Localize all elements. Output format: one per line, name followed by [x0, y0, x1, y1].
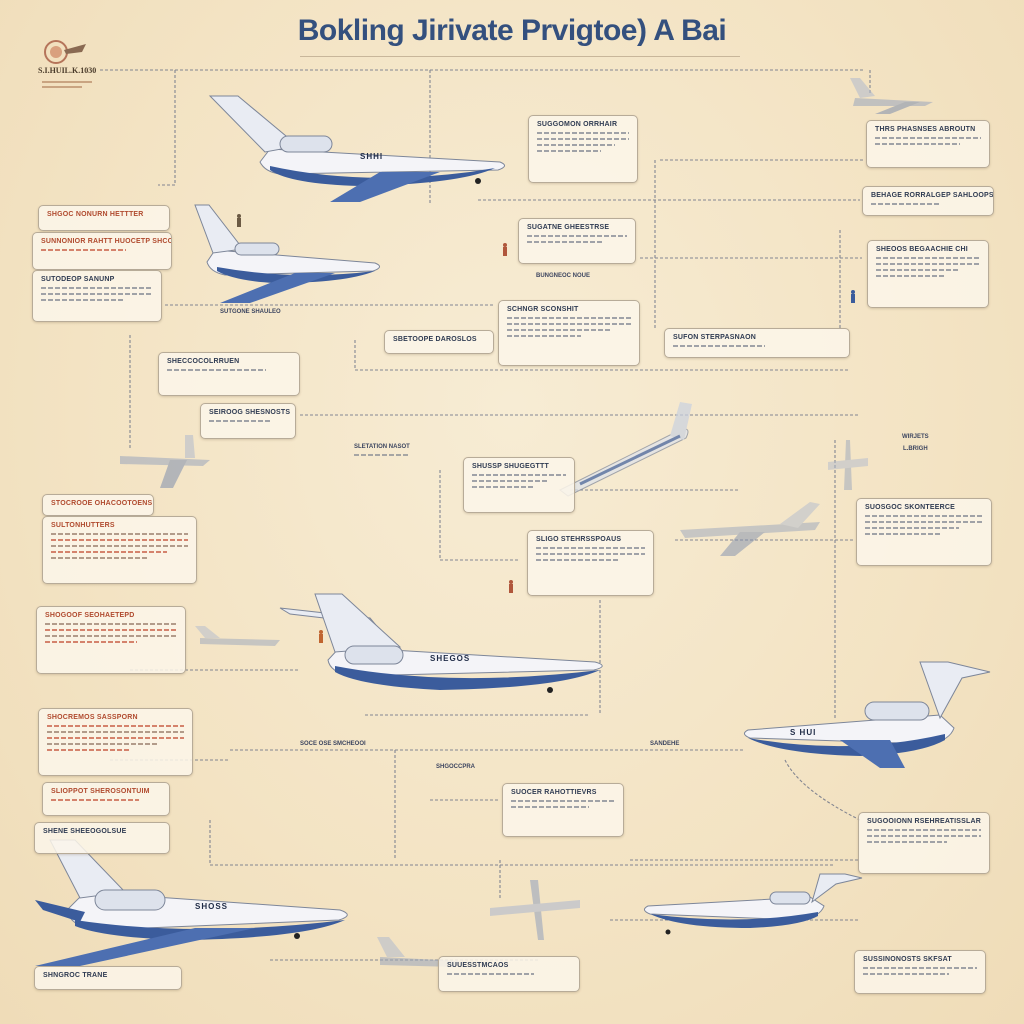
- info-card: BEHAGE RORRALGEP SAHLOOPS: [862, 186, 994, 216]
- info-card-title: SBETOOPE DAROSLOS: [393, 336, 477, 343]
- logo-text: S.I.HUIL.K.1030: [38, 66, 97, 75]
- side-label: WIRJETS L.BRIGH: [902, 434, 929, 452]
- info-card-title: SHECCOCOLRRUEN: [167, 358, 240, 365]
- info-card: SUGATNE GHEESTRSE: [518, 218, 636, 264]
- info-card: SBETOOPE DAROSLOS: [384, 330, 494, 354]
- private-jet-faint: [845, 76, 935, 116]
- info-card-title: SUGATNE GHEESTRSE: [527, 224, 610, 231]
- private-jet-faint: [559, 400, 700, 500]
- info-card-title: SUUESSTMCAOS: [447, 962, 509, 969]
- connector-label: SHGOCCPRA: [436, 764, 475, 770]
- connector-label-text: SANDEHE: [650, 741, 680, 747]
- private-jet: [640, 872, 865, 942]
- jet-registration: SHOSS: [195, 902, 229, 911]
- jet-registration: S HUI: [790, 728, 817, 737]
- side-label-line2: L.BRIGH: [903, 446, 928, 452]
- info-card-title: SUTODEOP SANUNP: [41, 276, 115, 283]
- info-card: SLIOPPOT SHEROSONTUIM: [42, 782, 170, 816]
- connector-label-text: SHGOCCPRA: [436, 764, 476, 770]
- info-card: SULTONHUTTERS: [42, 516, 197, 584]
- info-card-title: SUGOOIONN RSEHREATISSLAR: [867, 818, 981, 825]
- connector-label: SLETATION NASOT: [354, 444, 410, 456]
- page-title: Bokling Jirivate Prvigtoe) A Bai: [297, 14, 727, 47]
- info-card: STOCROOE OHACOOTOENS: [42, 494, 154, 516]
- info-card: SUUESSTMCAOS: [438, 956, 580, 992]
- person-icon: [318, 630, 324, 644]
- connector-label: SANDEHE: [650, 741, 679, 747]
- info-card: SHOGOOF SEOHAETEPD: [36, 606, 186, 674]
- info-card-title: SUFON STERPASNAON: [673, 334, 756, 341]
- info-card-title: SUSSINONOSTS SKFSAT: [863, 956, 952, 963]
- info-card: SUOCER RAHOTTIEVRS: [502, 783, 624, 837]
- private-jet-faint: [195, 624, 285, 654]
- title-underline: [300, 56, 740, 57]
- info-card: SUFON STERPASNAON: [664, 328, 850, 358]
- jet-registration: SHHI: [360, 152, 384, 161]
- info-card-title: SHOGOOF SEOHAETEPD: [45, 612, 135, 619]
- private-jet-faint: [490, 880, 580, 940]
- info-card: SHOCREMOS SASSPORN: [38, 708, 193, 776]
- private-jet: SHOSS: [35, 839, 355, 970]
- info-card: SLIGO STEHRSSPOAUS: [527, 530, 654, 596]
- info-card: SEIROOG SHESNOSTS: [200, 403, 296, 439]
- info-card: SHNGROC TRANE: [34, 966, 182, 990]
- info-card-title: SHENE SHEEOGOLSUE: [43, 828, 127, 835]
- info-card-title: SHUSSP SHUGEGTTT: [472, 463, 549, 470]
- info-card: SUSSINONOSTS SKFSAT: [854, 950, 986, 994]
- connector-label-text: BUNGNEOC NOUE: [536, 273, 591, 279]
- connector-label-text: SOCE OSE SMCHEOOI: [300, 741, 366, 747]
- info-card: SHENE SHEEOGOLSUE: [34, 822, 170, 854]
- info-card-title: SULTONHUTTERS: [51, 522, 115, 529]
- info-card-title: SHNGROC TRANE: [43, 972, 108, 979]
- info-card: THRS PHASNSES ABROUTN: [866, 120, 990, 168]
- logo-emblem-icon: [44, 40, 86, 64]
- connector-label: SOCE OSE SMCHEOOI: [300, 741, 366, 747]
- connector-label-text: SUTGONE SHAULEO: [220, 309, 281, 315]
- private-jet-faint: [828, 440, 868, 490]
- info-card-title: SHGOC NONURN HETTTER: [47, 211, 144, 218]
- person-icon: [502, 243, 508, 257]
- private-jet: S HUI: [740, 660, 1000, 770]
- connector-label: BUNGNEOC NOUE: [536, 273, 590, 279]
- info-card-title: SUOCER RAHOTTIEVRS: [511, 789, 597, 796]
- info-card-title: STOCROOE OHACOOTOENS: [51, 500, 153, 507]
- private-jet-faint: [115, 430, 215, 490]
- info-card: SHGOC NONURN HETTTER: [38, 205, 170, 231]
- private-jet-faint: [680, 500, 830, 560]
- person-icon: [508, 580, 514, 594]
- info-card-title: SLIGO STEHRSSPOAUS: [536, 536, 622, 543]
- info-card: SUGGOMON ORRHAIR: [528, 115, 638, 183]
- info-card-title: BEHAGE RORRALGEP SAHLOOPS: [871, 192, 994, 199]
- info-card: SHEOOS BEGAACHIE CHI: [867, 240, 989, 308]
- private-jet: SHHI: [208, 94, 510, 209]
- info-card: SUOSGOC SKONTEERCE: [856, 498, 992, 566]
- private-jet: SHEGOS: [279, 592, 610, 702]
- info-card-title: SLIOPPOT SHEROSONTUIM: [51, 788, 150, 795]
- info-card: SUGOOIONN RSEHREATISSLAR: [858, 812, 990, 874]
- info-card-title: SUGGOMON ORRHAIR: [537, 121, 618, 128]
- connector-label: SUTGONE SHAULEO: [220, 309, 281, 315]
- info-card: SUNNONIOR RAHTT HUOCETP SHCOTHT: [32, 232, 172, 270]
- private-jet: [194, 204, 385, 305]
- info-card-title: SUNNONIOR RAHTT HUOCETP SHCOTHT: [41, 238, 171, 245]
- info-card-title: SEIROOG SHESNOSTS: [209, 409, 291, 416]
- connector-label-text: SLETATION NASOT: [354, 444, 410, 450]
- logo-subtext: [42, 78, 92, 91]
- info-card-title: SHEOOS BEGAACHIE CHI: [876, 246, 968, 253]
- info-card-title: SCHNGR SCONSHIT: [507, 306, 579, 313]
- info-card-title: THRS PHASNSES ABROUTN: [875, 126, 976, 133]
- person-icon: [850, 290, 856, 304]
- info-card: SCHNGR SCONSHIT: [498, 300, 640, 366]
- info-card: SHUSSP SHUGEGTTT: [463, 457, 575, 513]
- jet-registration: SHEGOS: [430, 654, 471, 663]
- info-card: SHECCOCOLRRUEN: [158, 352, 300, 396]
- info-card-title: SUOSGOC SKONTEERCE: [865, 504, 955, 511]
- company-logo: S.I.HUIL.K.1030: [38, 38, 100, 94]
- info-card: SUTODEOP SANUNP: [32, 270, 162, 322]
- side-label-line1: WIRJETS: [902, 434, 929, 440]
- person-icon: [236, 214, 242, 228]
- info-card-title: SHOCREMOS SASSPORN: [47, 714, 138, 721]
